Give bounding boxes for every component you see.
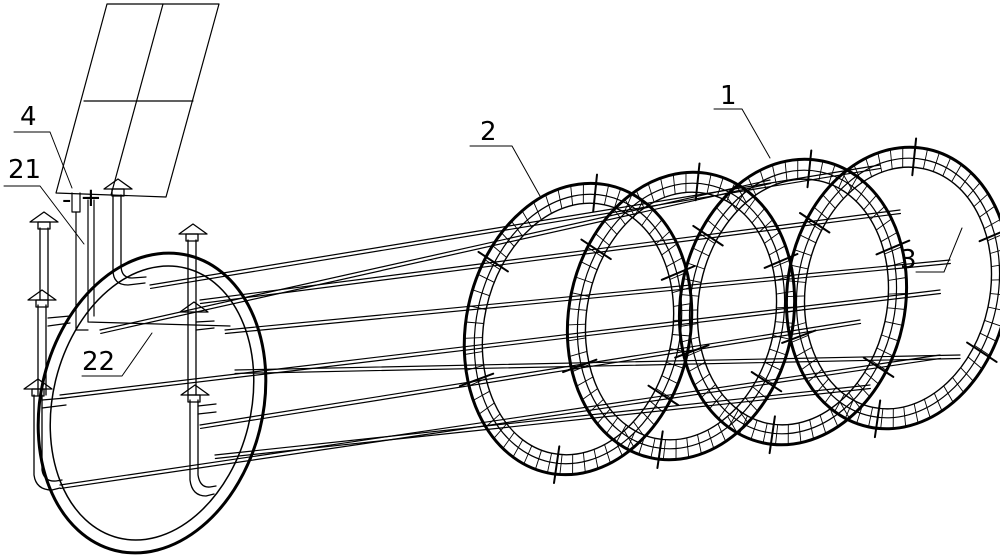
ring-inner-edge [584,191,778,441]
label-2: 2 [480,117,497,147]
leader-lines [3,108,963,377]
vent-cap-icon [180,384,210,396]
segmented-rings [458,137,1000,484]
ring-cross-marks [781,137,1000,439]
vent-cap-icon [27,289,57,301]
polarity-minus: - [62,185,71,215]
ring-mid-edge [576,182,786,450]
pipe-8 [99,179,772,335]
vent-risers [23,178,217,497]
pipe-5 [234,354,961,375]
left-end-ring [36,251,268,555]
label-21: 21 [8,155,41,185]
ring-3 [674,149,911,455]
longitudinal-pipes [59,164,961,490]
pipe-3 [224,259,951,335]
label-1: 1 [720,81,737,111]
vent-cap-icon [178,223,208,235]
pipe-1 [149,164,882,290]
ring-cross-marks [562,162,799,469]
ring-inner-edge [696,178,890,426]
polarity-plus: + [80,183,102,213]
ring-4 [781,137,1000,439]
solar-panel [55,3,231,331]
vent-cap-icon [179,301,209,313]
label-22: 22 [82,347,115,377]
vent-cap-icon [103,178,133,190]
ring-inner-edge [803,166,993,410]
pipe-7 [214,384,871,460]
label-4: 4 [20,102,37,132]
label-3: 3 [900,245,917,275]
ring-segments [786,146,1000,430]
pipe-9 [199,319,862,430]
pipe-6 [59,354,942,490]
ring-cross-marks [674,149,911,455]
ring-outer-edge [677,157,909,447]
ring-segments [463,183,693,475]
vent-cap-icon [29,211,59,223]
ring-cross-marks [458,173,696,484]
ring-mid-edge [688,169,898,435]
ring-segments [567,172,795,460]
